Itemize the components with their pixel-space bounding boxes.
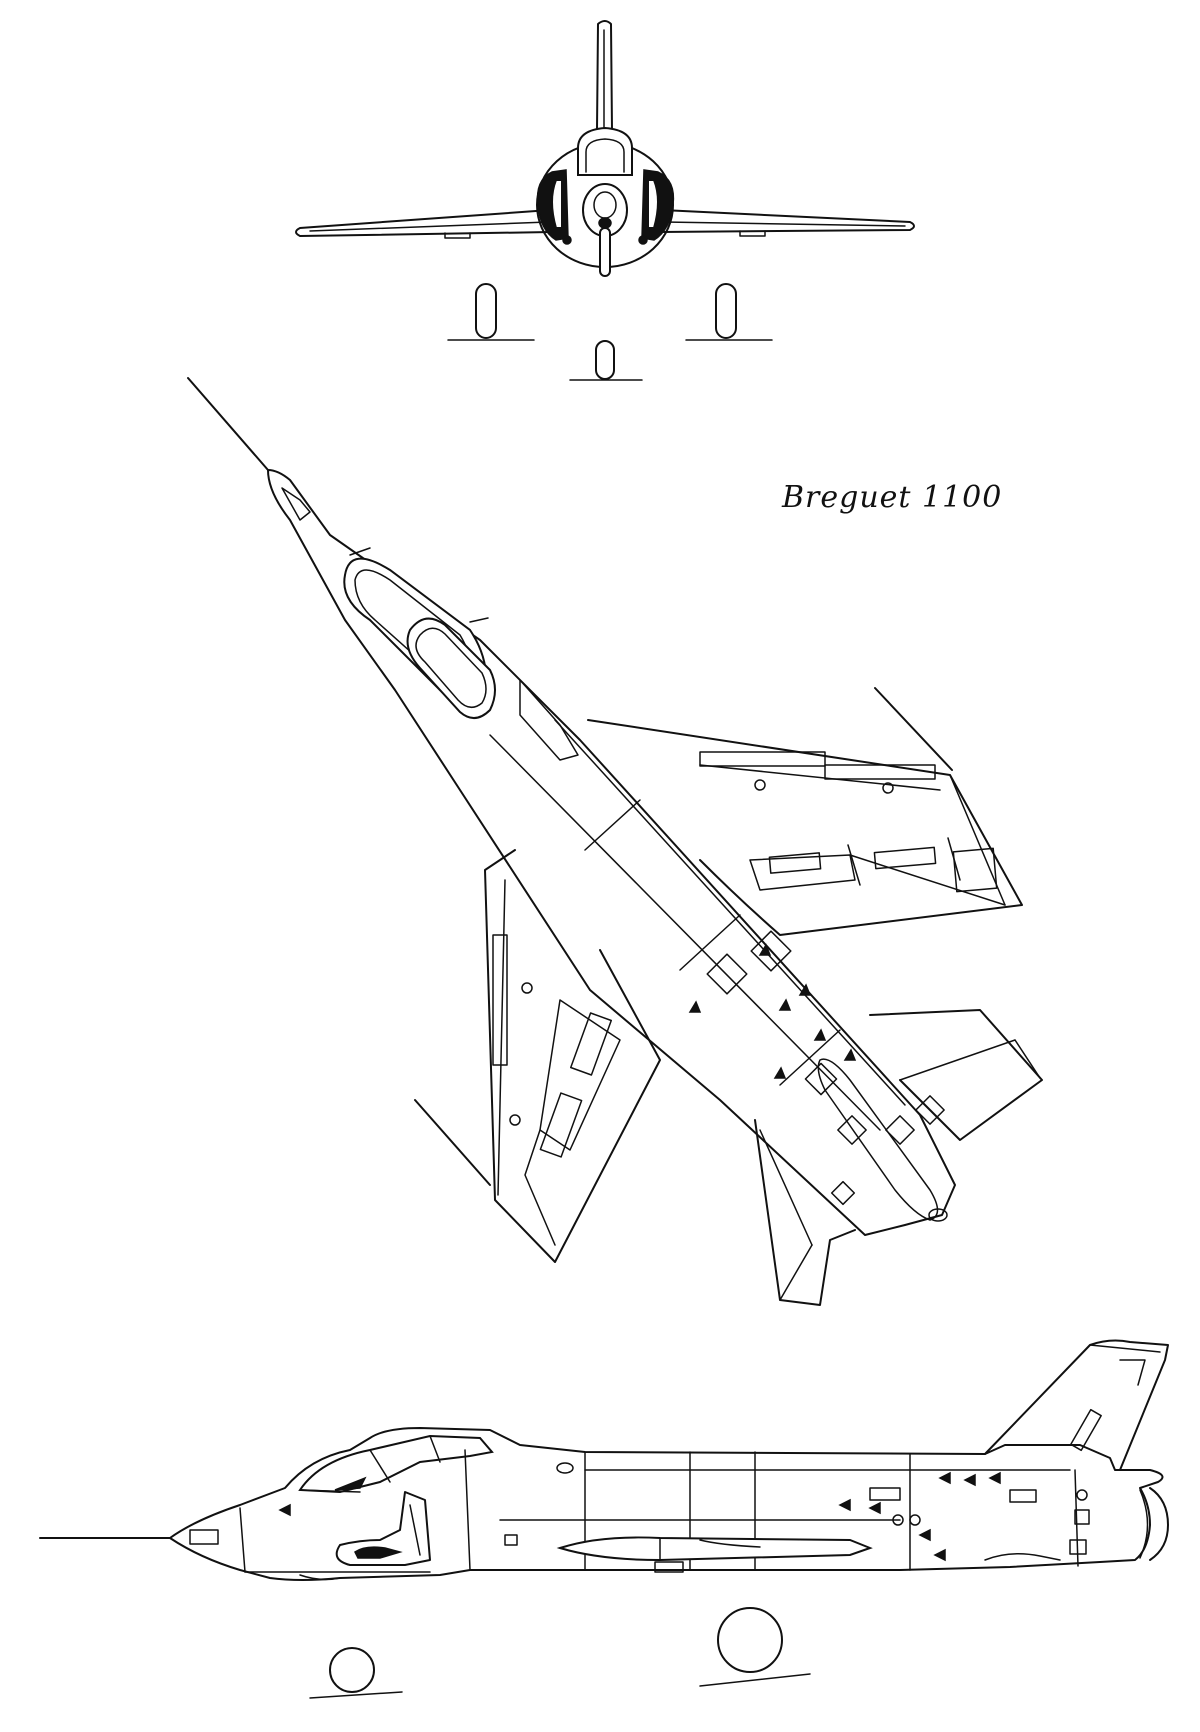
front-nose-gear-wheel xyxy=(596,341,614,379)
side-main-gear-wheel xyxy=(718,1608,782,1672)
top-upper-wing xyxy=(588,720,1022,935)
side-exhaust xyxy=(1150,1488,1168,1560)
front-canopy xyxy=(578,128,632,175)
top-lower-wingtip-probe xyxy=(415,1100,490,1185)
top-pitot xyxy=(188,378,268,470)
side-fuselage xyxy=(170,1428,1163,1580)
front-view xyxy=(296,21,914,380)
top-ventral-pod xyxy=(818,1059,937,1220)
side-intake xyxy=(337,1492,430,1565)
top-right-tailplane xyxy=(870,1010,1042,1140)
top-view xyxy=(188,378,1042,1305)
front-left-wing xyxy=(296,210,552,236)
side-canopy xyxy=(300,1436,492,1492)
side-nose-gear-wheel xyxy=(330,1648,374,1692)
front-right-wing xyxy=(660,210,914,232)
top-upper-wingtip-probe xyxy=(875,688,952,770)
top-left-tailplane xyxy=(755,1120,855,1305)
top-lower-wing xyxy=(485,850,660,1262)
side-view xyxy=(40,1341,1168,1698)
front-left-gear-wheel xyxy=(476,284,496,338)
side-ventral-pod xyxy=(560,1537,870,1560)
top-fuselage xyxy=(268,470,955,1235)
aircraft-caption: Breguet 1100 xyxy=(782,480,1003,515)
front-fin xyxy=(597,21,612,130)
front-right-gear-wheel xyxy=(716,284,736,338)
